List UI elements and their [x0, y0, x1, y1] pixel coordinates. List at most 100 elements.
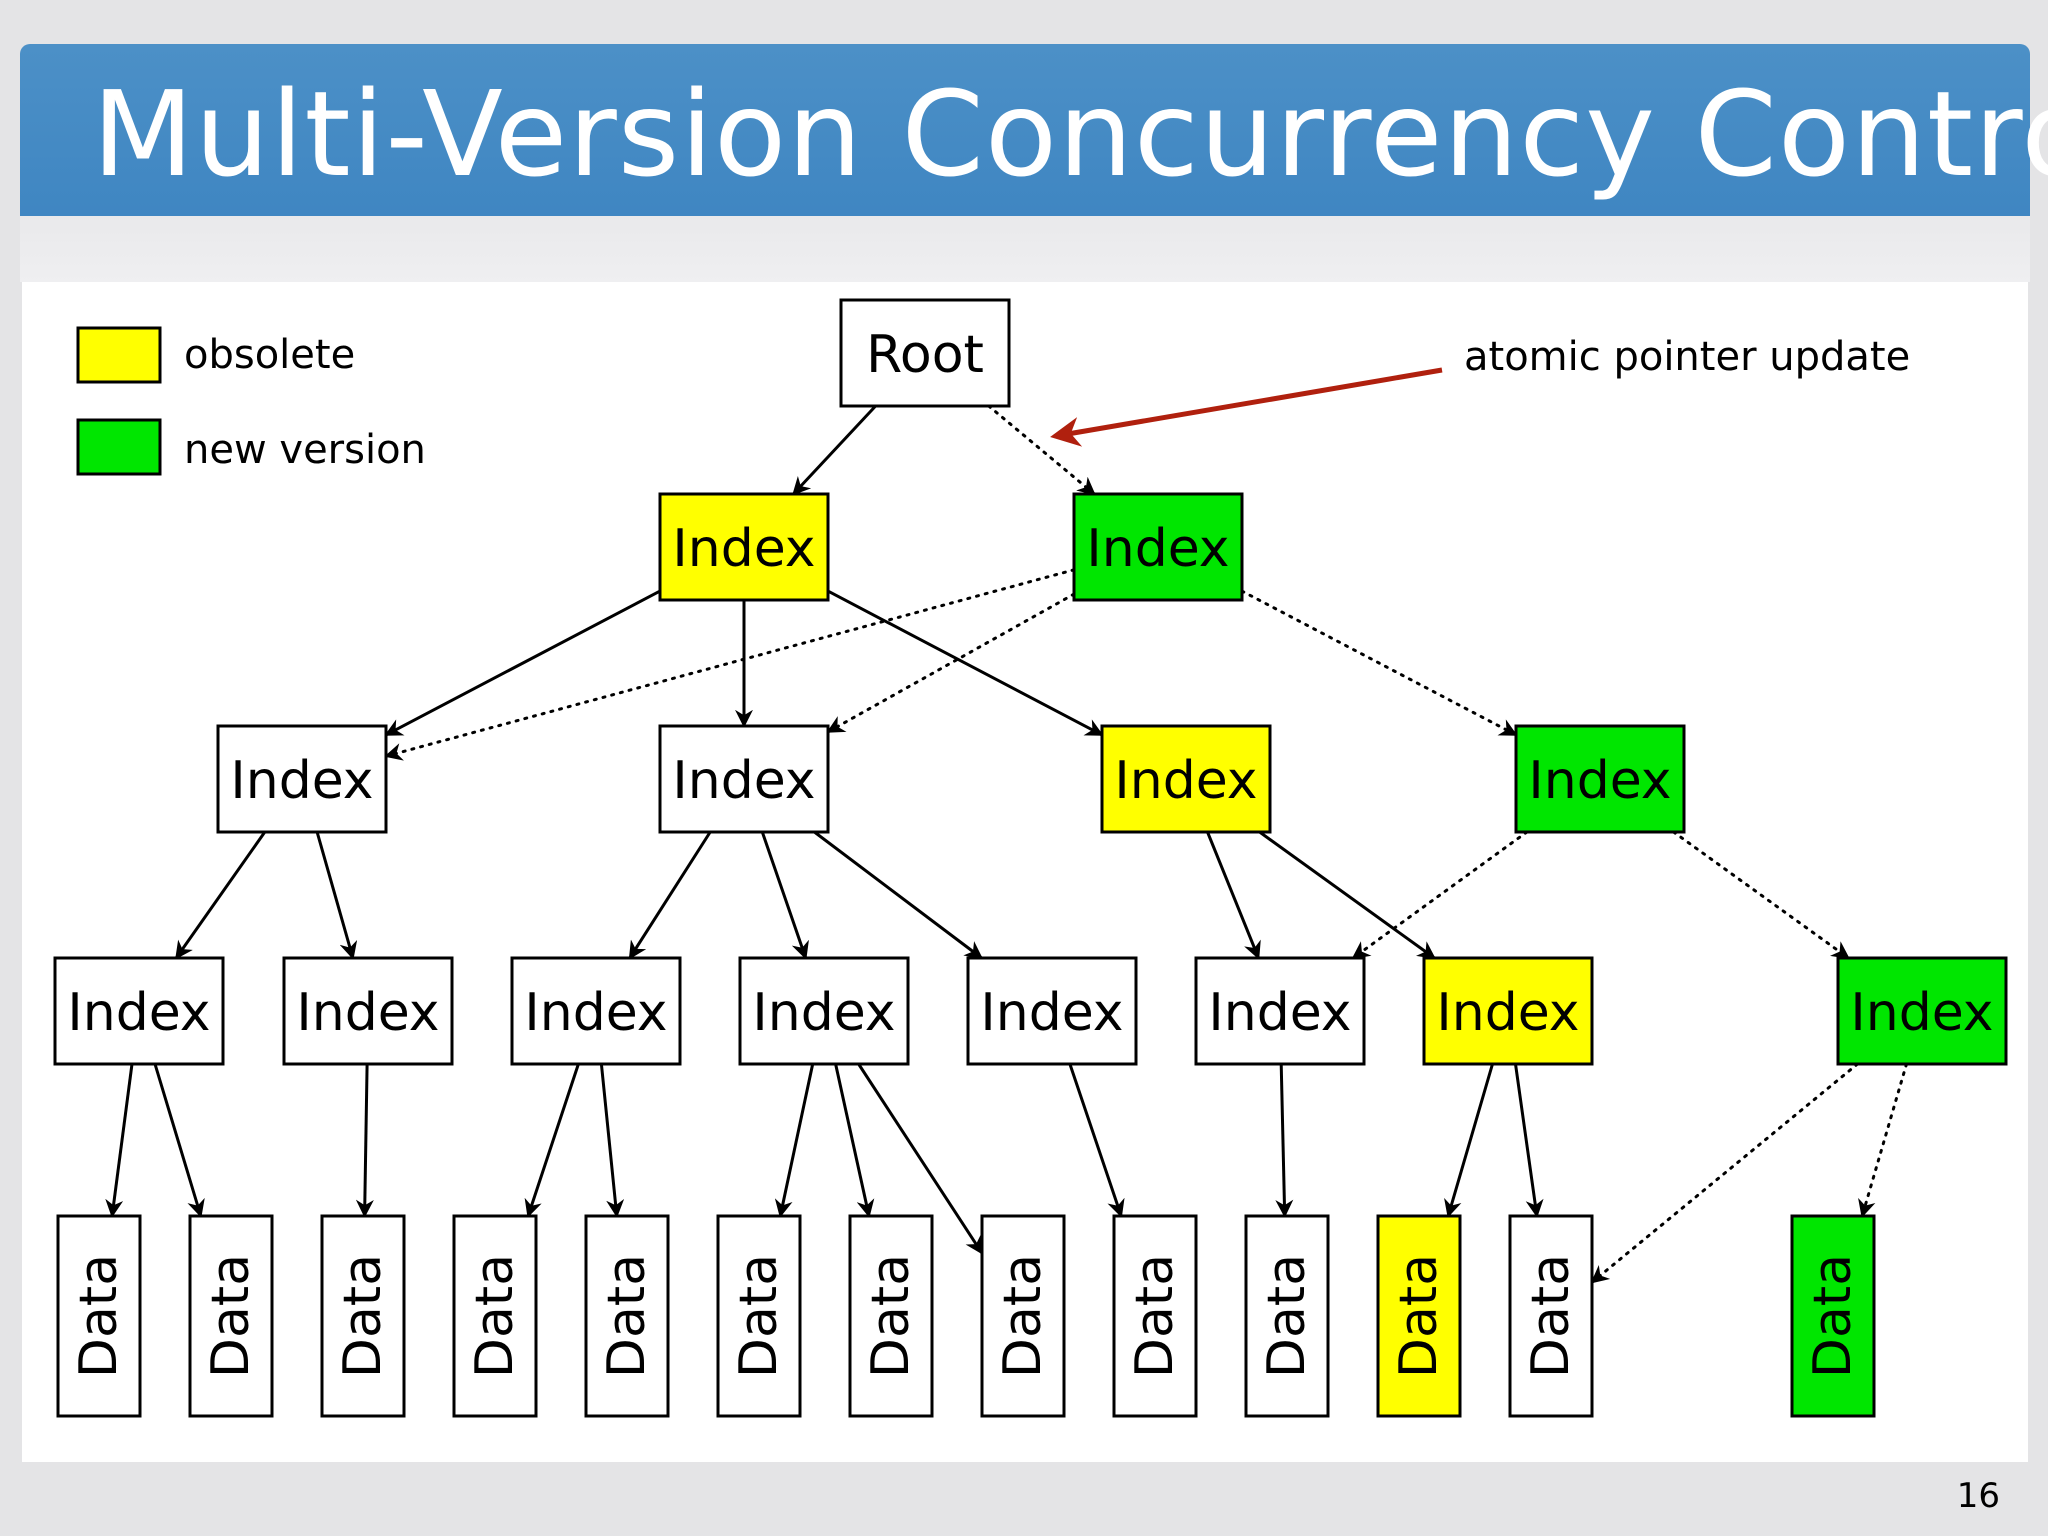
node-label: Data [993, 1254, 1053, 1378]
node-box [452, 1214, 538, 1418]
node-box [738, 956, 910, 1066]
node-label: Root [866, 325, 984, 385]
edge-l1_old-to-l2_c [827, 589, 1104, 737]
node-label: Data [1389, 1254, 1449, 1378]
edge-l1_new-to-l2_b [826, 592, 1076, 734]
node-label: Index [1436, 983, 1579, 1043]
node-l1-new: Index [1072, 492, 1244, 602]
node-d3: Data [320, 1214, 406, 1418]
node-label: Index [672, 519, 815, 579]
node-d7: Data [848, 1214, 934, 1418]
node-l3-c: Index [510, 956, 682, 1066]
node-box [1194, 956, 1366, 1066]
edge-l3_h-to-d12 [1590, 1062, 1859, 1284]
node-box [320, 1214, 406, 1418]
edge-l2_c-to-l3_g [1258, 830, 1436, 960]
node-box [980, 1214, 1066, 1418]
node-d10: Data [1244, 1214, 1330, 1418]
title-bar-shadow [20, 216, 2030, 282]
node-d2: Data [188, 1214, 274, 1418]
node-d12: Data [1508, 1214, 1594, 1418]
legend: obsolete new version [76, 326, 426, 476]
node-l3-f: Index [1194, 956, 1366, 1066]
node-box [56, 1214, 142, 1418]
edge-l3_h-to-d13 [1858, 1062, 1908, 1218]
node-box [282, 956, 454, 1066]
annotation-text: atomic pointer update [1464, 334, 1910, 380]
node-label: Data [201, 1254, 261, 1378]
node-box [1836, 956, 2008, 1066]
node-label: Data [333, 1254, 393, 1378]
node-label: Data [1257, 1254, 1317, 1378]
node-box [848, 1214, 934, 1418]
node-box [1100, 724, 1272, 834]
node-box [716, 1214, 802, 1418]
node-label: Index [752, 983, 895, 1043]
edge-l1_old-to-l2_a [384, 589, 661, 737]
edge-l3_d-to-d8 [857, 1063, 984, 1255]
edge-l3_e-to-d9 [1068, 1063, 1125, 1218]
edge-l2_d-to-l3_h [1672, 830, 1850, 960]
edge-l3_a-to-d2 [153, 1063, 205, 1218]
node-l3-h: Index [1836, 956, 2008, 1066]
slide-title: Multi-Version Concurrency Control [92, 65, 2048, 203]
node-label: Index [1208, 983, 1351, 1043]
edge-l2_b-to-l3_d [760, 831, 809, 960]
node-d5: Data [584, 1214, 670, 1418]
node-label: Index [1114, 751, 1257, 811]
legend-obsolete-swatch [76, 326, 162, 384]
node-label: Index [296, 983, 439, 1043]
node-l3-g: Index [1422, 956, 1594, 1066]
node-box [216, 724, 388, 834]
node-box [1072, 492, 1244, 602]
node-box [1244, 1214, 1330, 1418]
node-l3-d: Index [738, 956, 910, 1066]
node-box [1514, 724, 1686, 834]
node-label: Data [1803, 1254, 1863, 1378]
node-label: Index [1086, 519, 1229, 579]
node-box [658, 724, 830, 834]
node-l2-a: Index [216, 724, 388, 834]
node-label: Data [1125, 1254, 1185, 1378]
node-label: Index [672, 751, 815, 811]
node-label: Index [67, 983, 210, 1043]
edge-l2_a-to-l3_a [174, 831, 267, 960]
edge-l3_d-to-d7 [834, 1063, 875, 1218]
node-d13: Data [1790, 1214, 1876, 1418]
node-d6: Data [716, 1214, 802, 1418]
edge-l2_a-to-l3_b [315, 831, 358, 960]
node-root: Root [839, 298, 1011, 408]
edge-l3_c-to-d4 [524, 1063, 580, 1218]
node-box [966, 956, 1138, 1066]
node-label: Data [69, 1254, 129, 1378]
edge-l3_g-to-d11 [1444, 1063, 1494, 1218]
node-l3-e: Index [966, 956, 1138, 1066]
node-l3-a: Index [53, 956, 225, 1066]
node-label: Index [230, 751, 373, 811]
edge-root-to-l1_old [792, 404, 877, 496]
annotation-arrow [1050, 367, 1443, 447]
node-d11: Data [1376, 1214, 1462, 1418]
edge-l3_b-to-d3 [355, 1063, 374, 1218]
legend-new-version-swatch [76, 418, 162, 476]
node-l3-b: Index [282, 956, 454, 1066]
node-d9: Data [1112, 1214, 1198, 1418]
node-box [584, 1214, 670, 1418]
page-number: 16 [1956, 1476, 2000, 1516]
node-box [1422, 956, 1594, 1066]
node-box [510, 956, 682, 1066]
node-box [839, 298, 1011, 408]
node-l2-d: Index [1514, 724, 1686, 834]
node-box [658, 492, 830, 602]
edge-l3_a-to-d1 [105, 1063, 134, 1218]
node-label: Index [1528, 751, 1671, 811]
title-bar: Multi-Version Concurrency Control [20, 44, 2048, 216]
node-label: Data [1521, 1254, 1581, 1378]
node-label: Data [729, 1254, 789, 1378]
node-box [188, 1214, 274, 1418]
node-d4: Data [452, 1214, 538, 1418]
legend-new-version-label: new version [184, 427, 426, 473]
node-box [1508, 1214, 1594, 1418]
node-label: Index [1850, 983, 1993, 1043]
